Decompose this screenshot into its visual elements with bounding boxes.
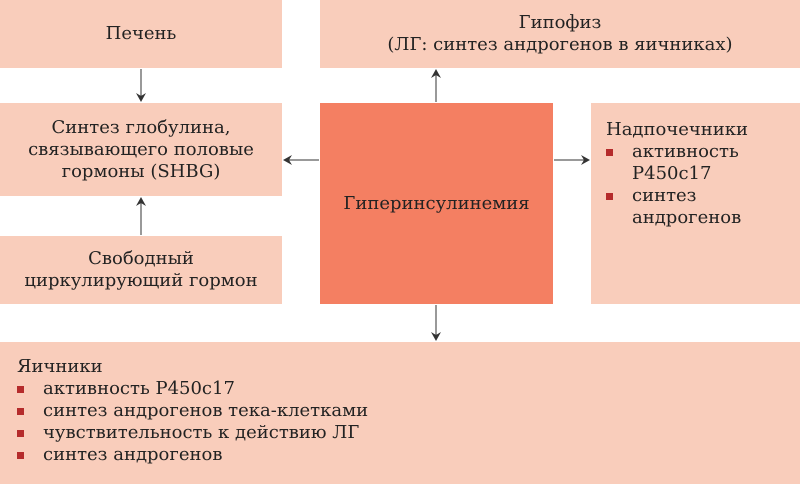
pituitary-title: Гипофиз	[518, 12, 602, 33]
adrenal-list: активность P450c17 синтез андрогенов	[606, 141, 800, 229]
ovaries-item-label: активность P450c17	[43, 378, 235, 399]
bullet-square-icon	[606, 193, 613, 200]
adrenal-box: Надпочечники активность P450c17 синтез а…	[591, 103, 800, 304]
ovaries-box: Яичники активность P450c17 синтез андрог…	[0, 342, 800, 484]
ovaries-item-label: синтез андрогенов	[43, 444, 223, 465]
ovaries-item-label: чувствительность к действию ЛГ	[43, 422, 360, 443]
shbg-line-2: связывающего половые	[28, 138, 254, 160]
free-hormone-line-2: циркулирующий гормон	[24, 270, 258, 291]
adrenal-item-line: андрогенов	[632, 207, 742, 228]
adrenal-item-line: активность	[632, 141, 739, 162]
bullet-square-icon	[17, 386, 24, 393]
adrenal-item: активность P450c17	[606, 141, 800, 185]
ovaries-item: активность P450c17	[17, 378, 800, 400]
ovaries-list: активность P450c17 синтез андрогенов тек…	[17, 378, 800, 466]
liver-box: Печень	[0, 0, 282, 68]
ovaries-item: синтез андрогенов тека-клетками	[17, 400, 800, 422]
liver-label: Печень	[105, 23, 177, 44]
bullet-square-icon	[17, 452, 24, 459]
adrenal-item-line: синтез	[632, 185, 697, 206]
free-hormone-box: Свободный циркулирующий гормон	[0, 236, 282, 304]
shbg-synthesis-box: Синтез глобулина, связывающего половые г…	[0, 103, 282, 196]
pituitary-box: Гипофиз (ЛГ: синтез андрогенов в яичника…	[320, 0, 800, 68]
pituitary-subtitle: (ЛГ: синтез андрогенов в яичниках)	[387, 34, 733, 55]
ovaries-title: Яичники	[17, 356, 103, 377]
hyperinsulinemia-box: Гиперинсулинемия	[320, 103, 553, 304]
shbg-line-1: Синтез глобулина,	[51, 116, 231, 138]
hyperinsulinemia-label: Гиперинсулинемия	[343, 192, 530, 214]
ovaries-item: чувствительность к действию ЛГ	[17, 422, 800, 444]
bullet-square-icon	[17, 430, 24, 437]
ovaries-item: синтез андрогенов	[17, 444, 800, 466]
shbg-line-3: гормоны (SHBG)	[61, 160, 221, 182]
adrenal-item-line: P450c17	[632, 163, 712, 184]
ovaries-item-label: синтез андрогенов тека-клетками	[43, 400, 369, 421]
bullet-square-icon	[17, 408, 24, 415]
adrenal-item: синтез андрогенов	[606, 185, 800, 229]
adrenal-title: Надпочечники	[606, 119, 749, 140]
free-hormone-line-1: Свободный	[88, 248, 194, 269]
bullet-square-icon	[606, 149, 613, 156]
